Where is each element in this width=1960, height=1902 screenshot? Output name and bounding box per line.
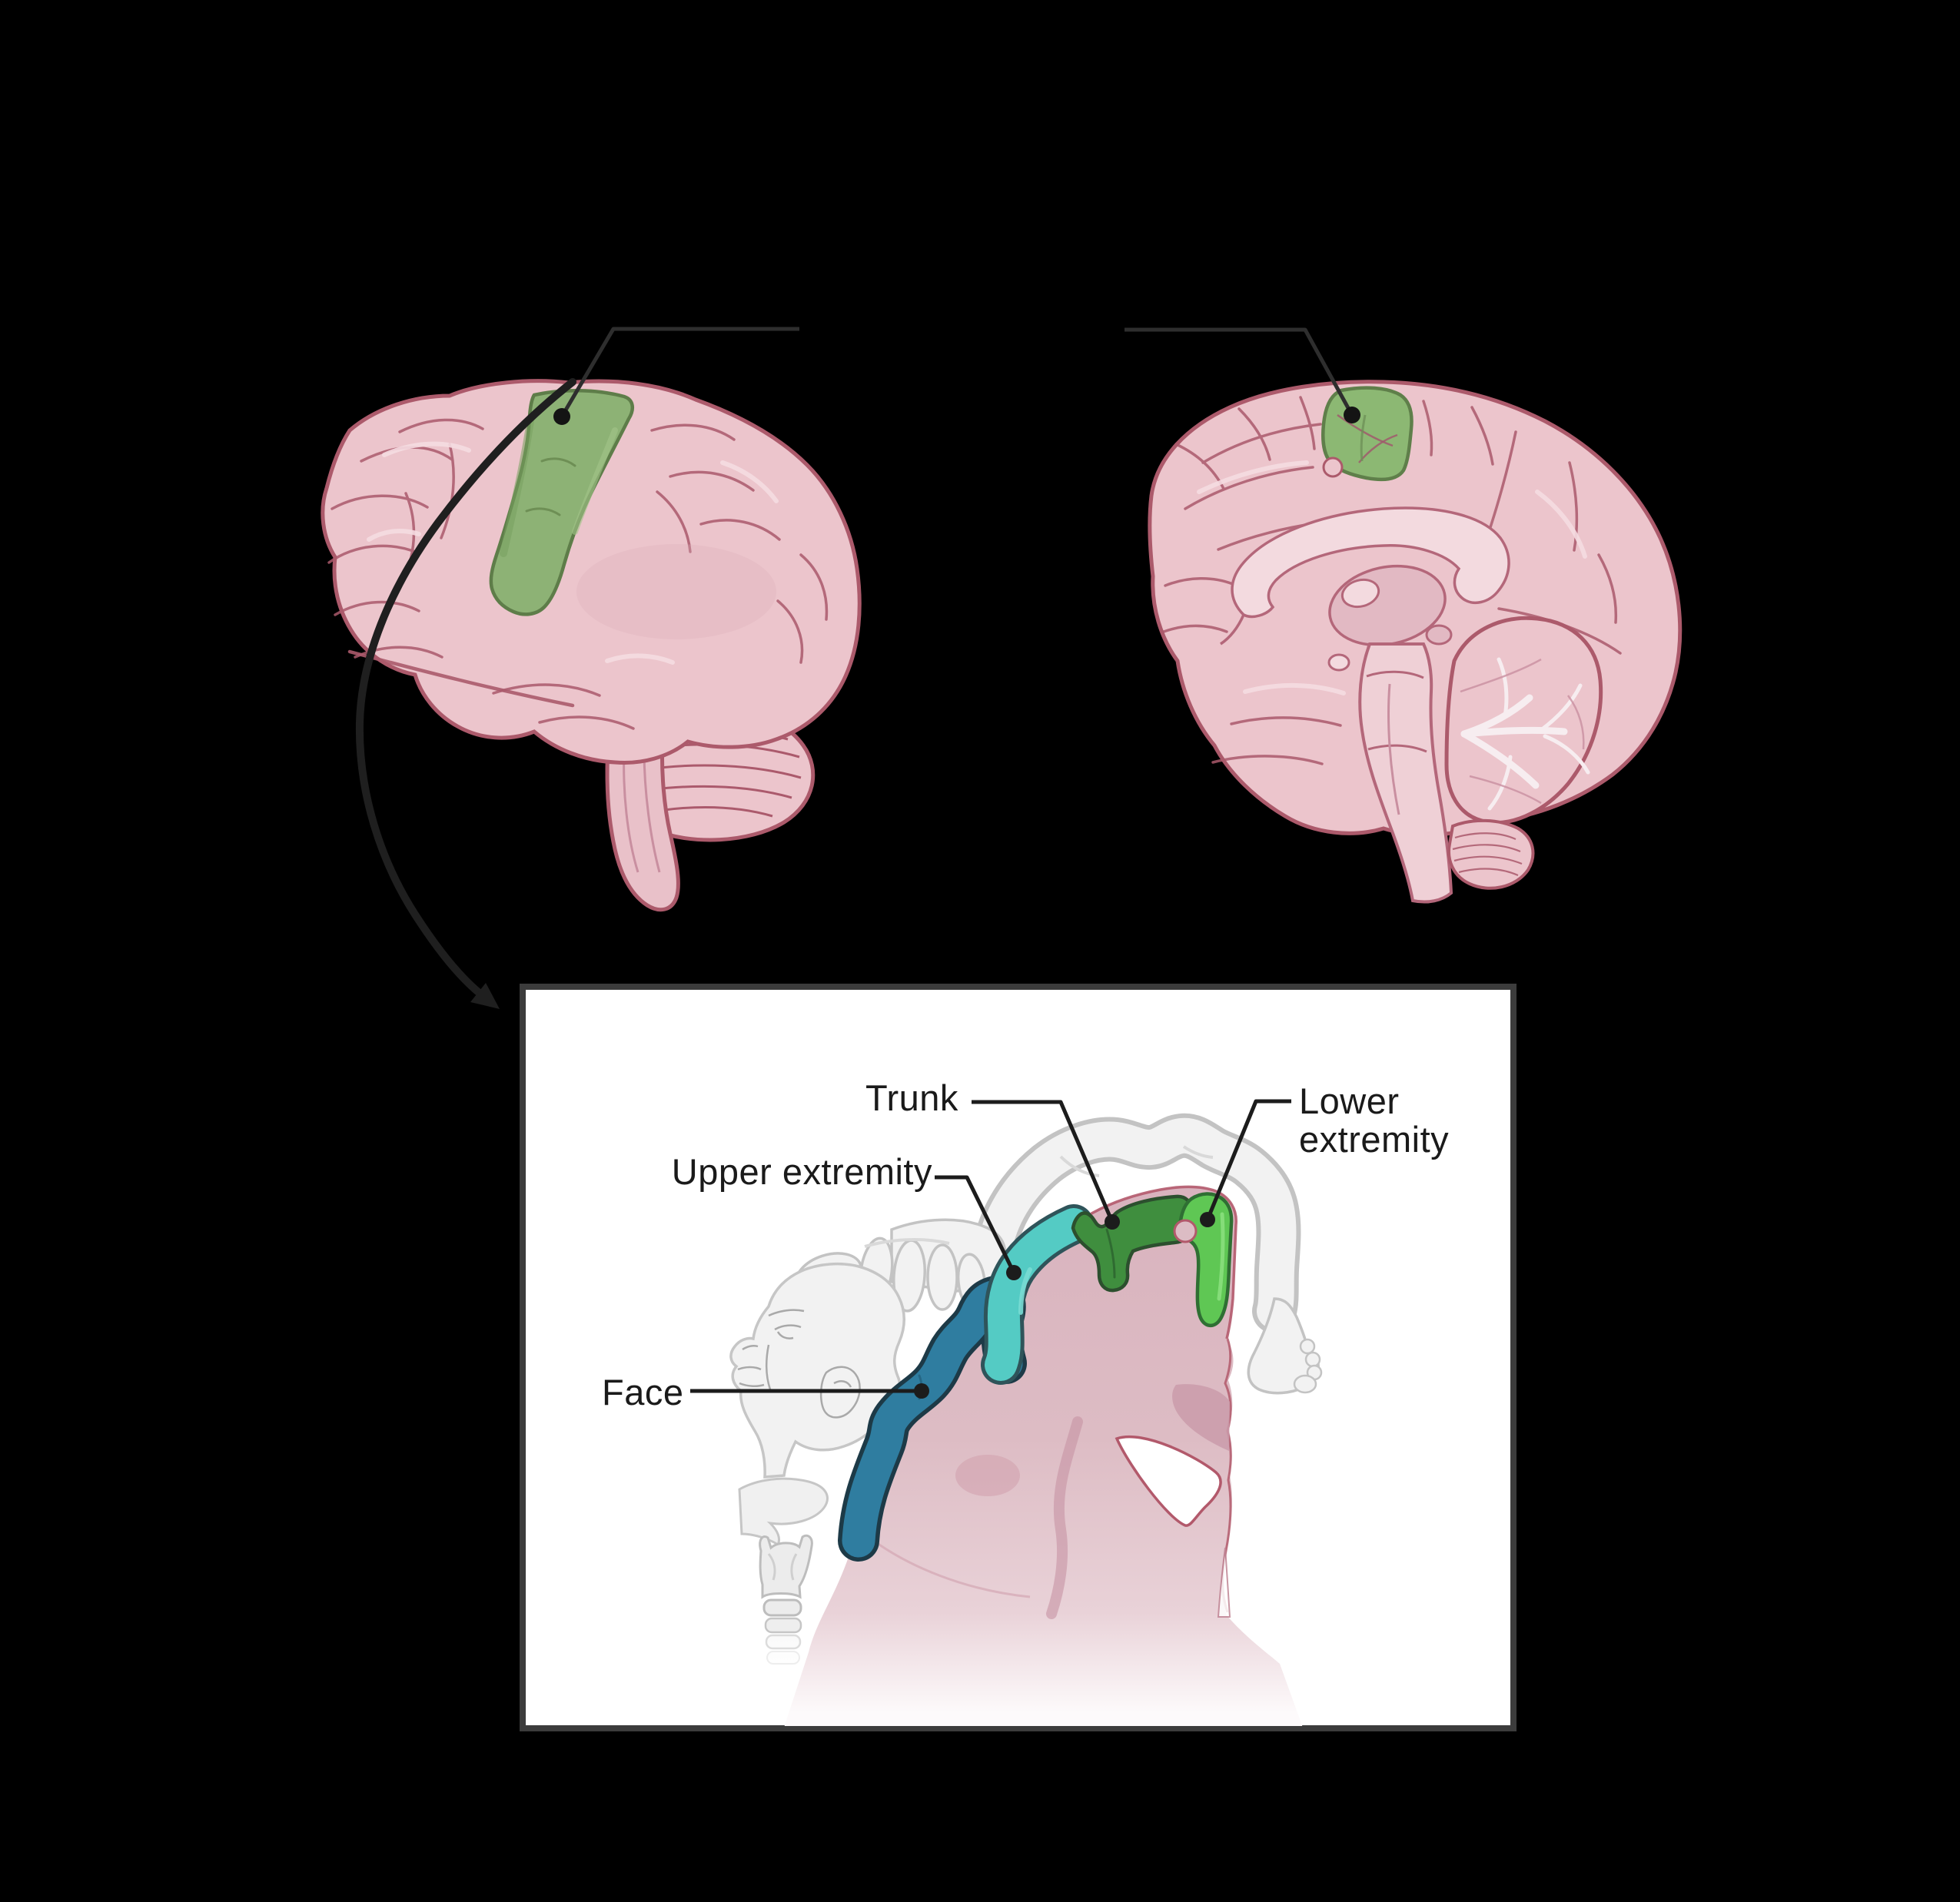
homunculus-bands: [838, 1192, 1234, 1562]
leader-dot-face: [914, 1383, 929, 1399]
leader-dot-upper-extremity: [1006, 1265, 1022, 1280]
trunk-band: [1071, 1194, 1194, 1293]
leader-lower-extremity: [1205, 1099, 1291, 1220]
brain-medial-illustration: [1148, 380, 1683, 904]
zoom-arrow: [355, 378, 576, 1009]
panel-leader-lines: [690, 1099, 1291, 1399]
shading-blob: [1172, 1384, 1230, 1451]
cerebellum-medial: [1444, 616, 1603, 890]
upper-extremity-band: [981, 1204, 1094, 1385]
leader-trunk: [972, 1100, 1115, 1223]
label-lower-extremity: Lower extremity: [1299, 1080, 1450, 1160]
brain-lateral-illustration: [321, 379, 862, 912]
white-matter-hole: [1115, 1435, 1222, 1527]
thalamus-group: [1327, 564, 1453, 672]
medial-leader-line: [1125, 327, 1360, 423]
leader-dot-lower-extremity: [1200, 1212, 1215, 1227]
corpus-callosum: [1220, 506, 1510, 646]
cortex-knuckle: [1173, 1219, 1198, 1243]
silhouette-foot: [1247, 1297, 1323, 1395]
body-silhouette: [729, 1113, 1323, 1665]
leader-upper-extremity: [935, 1175, 1016, 1274]
silhouette-neck: [738, 1477, 829, 1547]
leader-dot-trunk: [1105, 1214, 1120, 1230]
silhouette-head: [729, 1262, 905, 1479]
precentral-gyrus-highlight: [489, 388, 635, 616]
lateral-fissure: [347, 649, 575, 708]
medial-leader-dot: [1344, 407, 1360, 423]
motor-homunculus-illustration: [690, 1099, 1323, 1726]
shading-parietal: [576, 544, 776, 639]
arrowhead: [470, 983, 500, 1009]
lateral-leader-line: [553, 327, 799, 425]
brainstem-lateral: [605, 735, 680, 912]
lateral-leader-dot: [553, 408, 570, 425]
label-trunk: Trunk: [865, 1077, 958, 1118]
larynx-sketch: [759, 1534, 813, 1665]
label-upper-extremity: Upper extremity: [671, 1151, 932, 1192]
gyri-highlights-lateral: [367, 441, 779, 665]
label-face: Face: [602, 1372, 684, 1412]
sulcus-streak: [1046, 1416, 1083, 1619]
gyri-highlights-medial: [1197, 460, 1587, 695]
paracentral-lobule-highlight: [1321, 386, 1414, 482]
brainstem-medial: [1358, 642, 1453, 904]
